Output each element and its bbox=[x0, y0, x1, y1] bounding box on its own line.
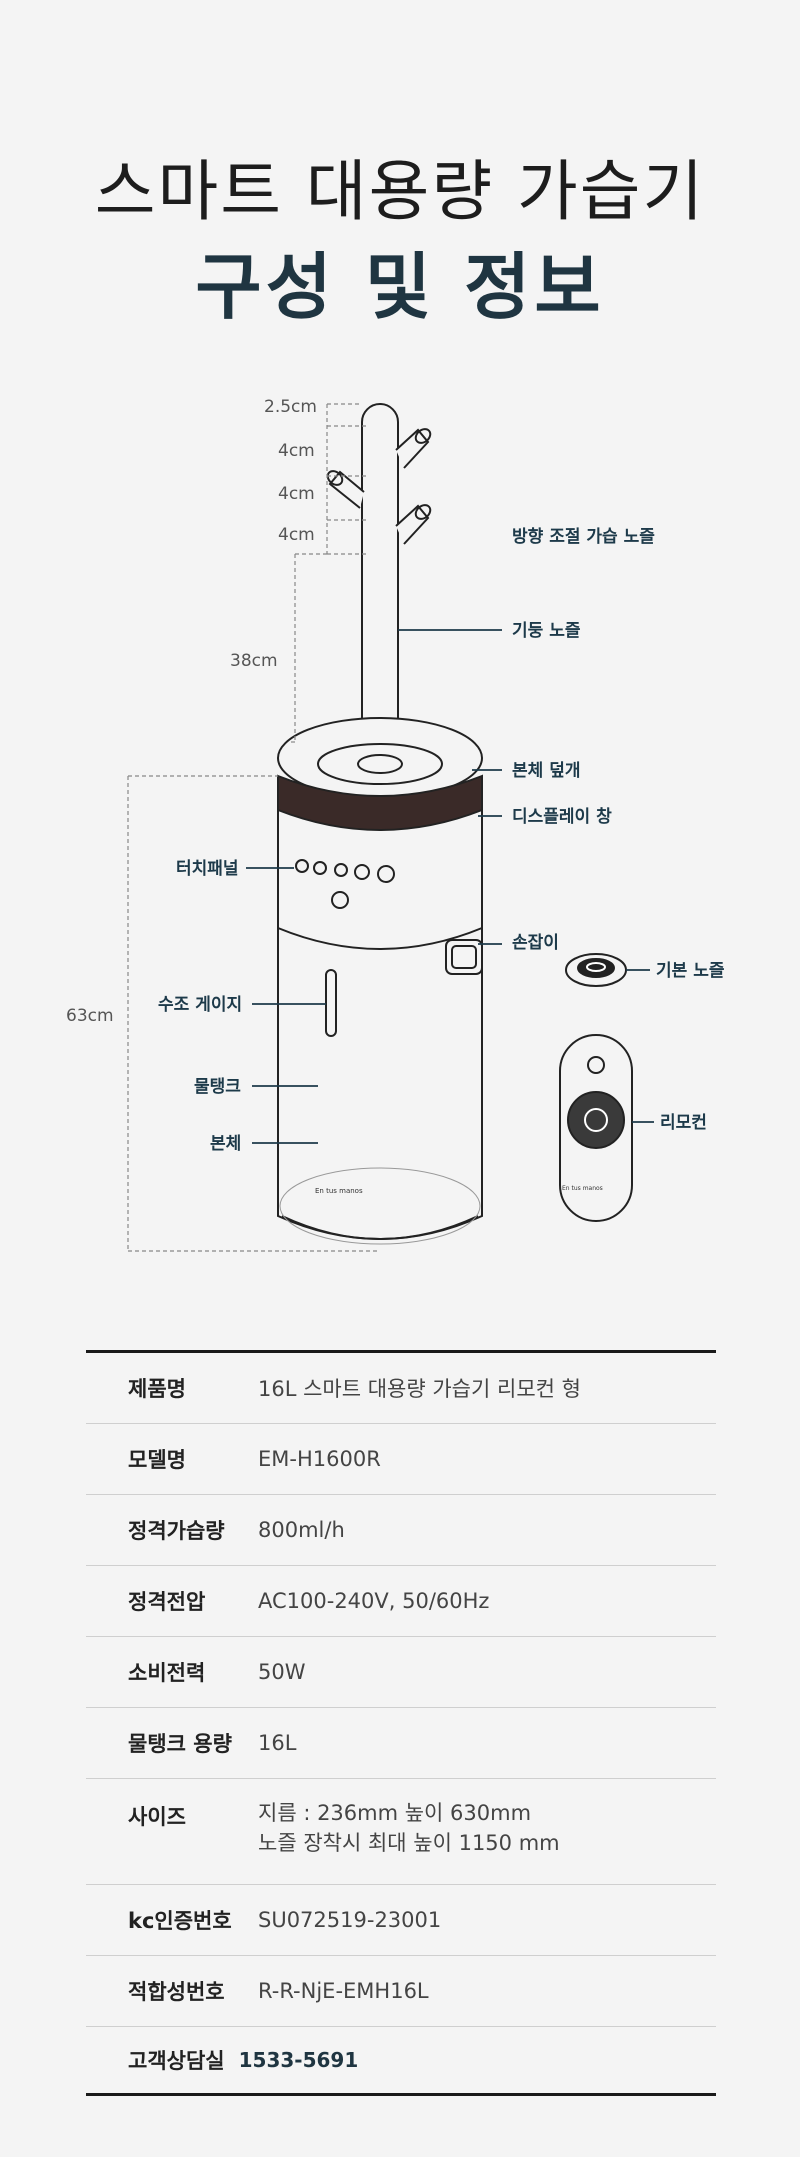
label-lid: 본체 덮개 bbox=[512, 761, 580, 781]
product-diagram: En tus manos En tus manos 2.5cm 4cm 4cm … bbox=[66, 397, 725, 1252]
title-line-1: 스마트 대용량 가습기 bbox=[94, 153, 706, 230]
label-water-gauge: 수조 게이지 bbox=[158, 995, 242, 1015]
spec-value: SU072519-23001 bbox=[258, 1908, 442, 1932]
spec-row: 소비전력 50W bbox=[86, 1637, 716, 1708]
label-angle-nozzle: 방향 조절 가습 노즐 bbox=[512, 526, 655, 547]
spec-label: 정격가습량 bbox=[128, 1519, 225, 1543]
spec-value: AC100-240V, 50/60Hz bbox=[258, 1589, 490, 1613]
spec-label: 제품명 bbox=[128, 1377, 186, 1401]
label-pole-nozzle: 기둥 노즐 bbox=[512, 621, 581, 641]
spec-label: kc인증번호 bbox=[128, 1909, 232, 1933]
label-body: 본체 bbox=[210, 1134, 241, 1154]
spec-label: 모델명 bbox=[128, 1448, 186, 1472]
spec-value: 16L 스마트 대용량 가습기 리모컨 형 bbox=[258, 1377, 581, 1401]
spec-label: 정격전압 bbox=[128, 1590, 206, 1614]
remote-brand: En tus manos bbox=[562, 1185, 603, 1192]
spec-value: 지름 : 236mm 높이 630mm 노즐 장착시 최대 높이 1150 mm bbox=[258, 1801, 674, 1861]
spec-label: 소비전력 bbox=[128, 1661, 206, 1685]
spec-row: 모델명 EM-H1600R bbox=[86, 1424, 716, 1495]
label-remote: 리모컨 bbox=[660, 1113, 707, 1133]
dim-4cm-3: 4cm bbox=[278, 525, 315, 545]
dim-38cm: 38cm bbox=[230, 651, 278, 671]
customer-service-phone: 1533-5691 bbox=[238, 2048, 359, 2072]
spec-table: 제품명 16L 스마트 대용량 가습기 리모컨 형 모델명 EM-H1600R … bbox=[86, 1350, 716, 2096]
label-display: 디스플레이 창 bbox=[512, 807, 612, 827]
spec-value: 800ml/h bbox=[258, 1518, 345, 1542]
size-line-2: 노즐 장착시 최대 높이 1150 mm bbox=[258, 1831, 560, 1855]
spec-value: 16L bbox=[258, 1731, 297, 1755]
spec-value: EM-H1600R bbox=[258, 1447, 381, 1471]
dim-4cm-1: 4cm bbox=[278, 441, 315, 461]
spec-row: kc인증번호 SU072519-23001 bbox=[86, 1885, 716, 1956]
customer-service-row: 고객상담실 1533-5691 bbox=[86, 2027, 716, 2093]
spec-value: 50W bbox=[258, 1660, 306, 1684]
spec-label: 사이즈 bbox=[128, 1805, 186, 1829]
spec-row: 정격전압 AC100-240V, 50/60Hz bbox=[86, 1566, 716, 1637]
title-line-2: 구성 및 정보 bbox=[195, 245, 605, 329]
spec-row: 사이즈 지름 : 236mm 높이 630mm 노즐 장착시 최대 높이 115… bbox=[86, 1779, 716, 1885]
label-handle: 손잡이 bbox=[512, 933, 559, 953]
label-base-nozzle: 기본 노즐 bbox=[656, 961, 725, 981]
dim-2-5cm: 2.5cm bbox=[264, 397, 317, 417]
customer-service-label: 고객상담실 bbox=[128, 2049, 225, 2073]
body-brand: En tus manos bbox=[315, 1187, 363, 1195]
spec-row: 물탱크 용량 16L bbox=[86, 1708, 716, 1779]
spec-row: 정격가습량 800ml/h bbox=[86, 1495, 716, 1566]
label-touch-panel: 터치패널 bbox=[176, 859, 239, 879]
spec-label: 물탱크 용량 bbox=[128, 1732, 232, 1756]
dim-4cm-2: 4cm bbox=[278, 484, 315, 504]
spec-label: 적합성번호 bbox=[128, 1980, 225, 2004]
dim-63cm: 63cm bbox=[66, 1006, 114, 1026]
spec-row: 제품명 16L 스마트 대용량 가습기 리모컨 형 bbox=[86, 1353, 716, 1424]
size-line-1: 지름 : 236mm 높이 630mm bbox=[258, 1801, 532, 1825]
label-tank: 물탱크 bbox=[194, 1077, 241, 1097]
spec-value: R-R-NjE-EMH16L bbox=[258, 1979, 429, 2003]
spec-row: 적합성번호 R-R-NjE-EMH16L bbox=[86, 1956, 716, 2027]
